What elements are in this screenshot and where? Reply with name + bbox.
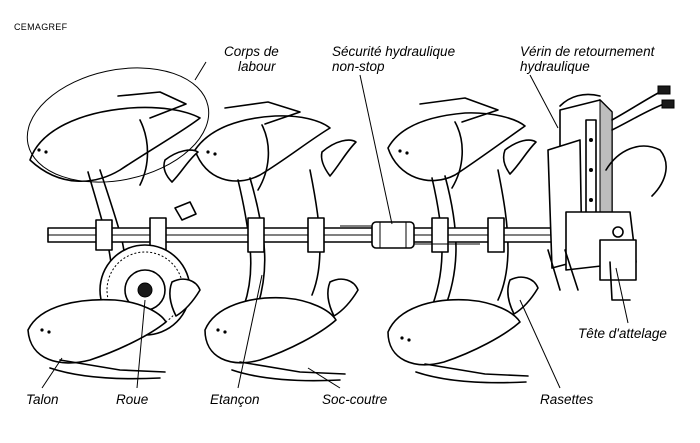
label-roue: Roue [116,392,149,407]
lower-plough-bodies [27,296,529,384]
label-securite-hydraulique: Sécurité hydraulique non-stop [332,44,456,74]
label-tete-attelage: Tête d'attelage [578,326,667,341]
headstock-assembly [547,85,675,301]
credit-text: CEMAGREF [14,22,68,32]
label-rasettes: Rasettes [540,392,594,407]
upper-soc-coutres [163,139,537,183]
label-etancon: Etançon [210,392,260,407]
main-frame-beam [47,217,559,253]
label-verin-retournement: Vérin de retournement hydraulique [520,44,655,74]
label-soc-coutre: Soc-coutre [322,392,388,407]
leader-lines [26,61,629,389]
label-talon: Talon [26,392,59,407]
lower-soc-coutres [169,276,539,317]
upper-plough-bodies [29,91,526,191]
label-corps-de-labour: Corps de labour [224,44,279,74]
